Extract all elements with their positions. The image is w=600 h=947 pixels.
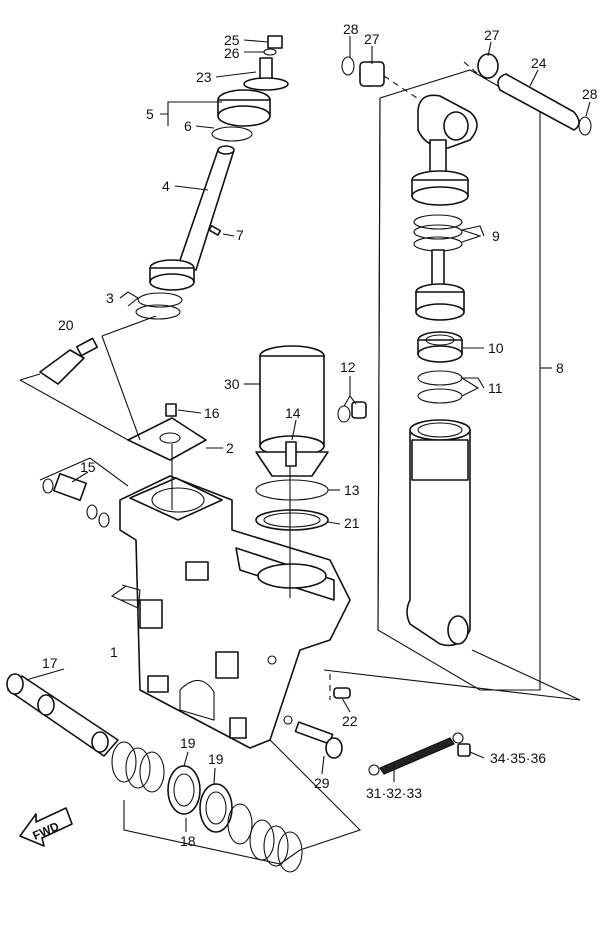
- callout-20: 20: [58, 317, 74, 333]
- valve-part-15: [39, 457, 129, 528]
- callout-3: 3: [106, 290, 114, 306]
- callout-8: 8: [556, 360, 564, 376]
- callout-18: 18: [180, 833, 196, 849]
- plate-part-2: [19, 335, 207, 461]
- callout-21: 21: [344, 515, 360, 531]
- callout-26: 26: [224, 45, 240, 61]
- callout-29: 29: [314, 775, 330, 791]
- o-rings-part-11: [417, 370, 463, 404]
- filter-part-30: [255, 345, 329, 531]
- callout-15: 15: [80, 459, 96, 475]
- cylinder-body: [406, 419, 471, 647]
- callout-12: 12: [340, 359, 356, 375]
- callout-4: 4: [162, 178, 170, 194]
- callout-28a: 28: [343, 21, 359, 37]
- assembly-guide-lines: [101, 315, 581, 851]
- callout-11: 11: [488, 380, 503, 396]
- callout-13: 13: [344, 482, 360, 498]
- callout-19a: 19: [180, 735, 196, 751]
- callout-5: 5: [146, 106, 154, 122]
- bolt-part-22: [329, 674, 351, 700]
- bushings-and-rings: [111, 741, 303, 873]
- callout-25: 25: [224, 32, 240, 48]
- callout-34-35-36: 34·35·36: [490, 750, 546, 766]
- trim-housing-part-1: [119, 475, 351, 749]
- callout-numbers: 25 26 23 5 6 4 7 3 20 30 16 2 14 12 13 2…: [42, 21, 598, 849]
- callout-24: 24: [531, 55, 547, 71]
- callout-19b: 19: [208, 751, 224, 767]
- callout-2: 2: [226, 440, 234, 456]
- callout-14: 14: [285, 405, 301, 421]
- plug-part-12: [337, 401, 367, 423]
- callout-leaders: [25, 36, 591, 832]
- cylinder-assembly-frame: [377, 69, 552, 691]
- gland-part-10: [417, 331, 463, 363]
- trim-shaft-part-17: [6, 673, 119, 757]
- piston-upper: [411, 170, 469, 291]
- callout-9: 9: [492, 228, 500, 244]
- callout-30: 30: [224, 376, 240, 392]
- manual-valve-stack: [135, 35, 289, 320]
- valve-part-20: [19, 337, 99, 385]
- callout-27b: 27: [484, 27, 500, 43]
- callout-10: 10: [488, 340, 504, 356]
- callout-1: 1: [110, 644, 118, 660]
- piston-lower: [415, 283, 465, 321]
- ground-wire-part-31: [368, 732, 471, 776]
- callout-6: 6: [184, 118, 192, 134]
- callout-7: 7: [236, 227, 244, 243]
- callout-27a: 27: [364, 31, 380, 47]
- callout-16: 16: [204, 405, 220, 421]
- cylinder-rod-eye: [417, 94, 478, 181]
- callout-23: 23: [196, 69, 212, 85]
- callout-31-32-33: 31·32·33: [366, 785, 422, 801]
- forward-direction-arrow: FWD: [19, 807, 73, 847]
- callout-28b: 28: [582, 86, 598, 102]
- callout-22: 22: [342, 713, 358, 729]
- bolt-part-29: [294, 721, 343, 759]
- callout-17: 17: [42, 655, 58, 671]
